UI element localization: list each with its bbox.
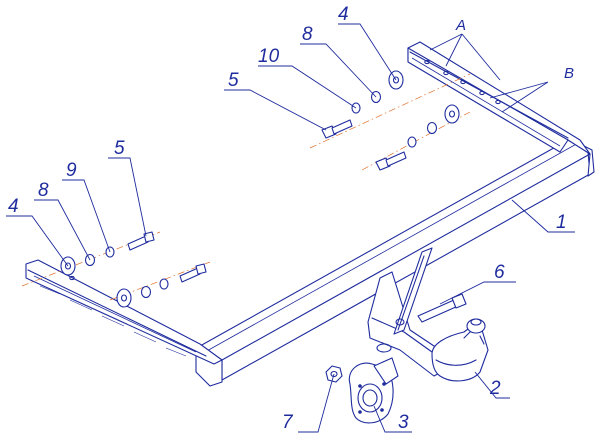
label-mark-b: B: [564, 65, 574, 82]
label-mark-a: A: [455, 17, 466, 34]
label-ball: 2: [489, 378, 501, 399]
pin-bolt: [417, 293, 467, 323]
label-spring-washer-left: 9: [66, 160, 77, 181]
label-pin-bolt: 6: [494, 262, 505, 283]
label-lock-washer-left: 8: [38, 180, 49, 201]
tow-ball: [431, 318, 489, 382]
label-bolt-left: 5: [114, 138, 125, 159]
label-socket-plate: 3: [398, 412, 409, 433]
label-washer-right: 4: [338, 4, 349, 25]
right-fasteners: [309, 70, 471, 171]
label-washer-left: 4: [8, 196, 19, 217]
leader-lines: [6, 23, 575, 433]
label-frame: 1: [556, 212, 567, 233]
label-nut: 7: [282, 412, 294, 433]
frame-left-side-arm: [25, 259, 223, 365]
socket-plate: [348, 357, 399, 424]
left-fasteners: [21, 231, 211, 308]
frame-right-side-arm: [407, 41, 591, 155]
label-bolt-right: 5: [228, 70, 239, 91]
frame-crossbar: [195, 137, 595, 387]
label-lock-washer-right: 8: [302, 24, 313, 45]
label-spring-washer-right: 10: [258, 46, 280, 67]
